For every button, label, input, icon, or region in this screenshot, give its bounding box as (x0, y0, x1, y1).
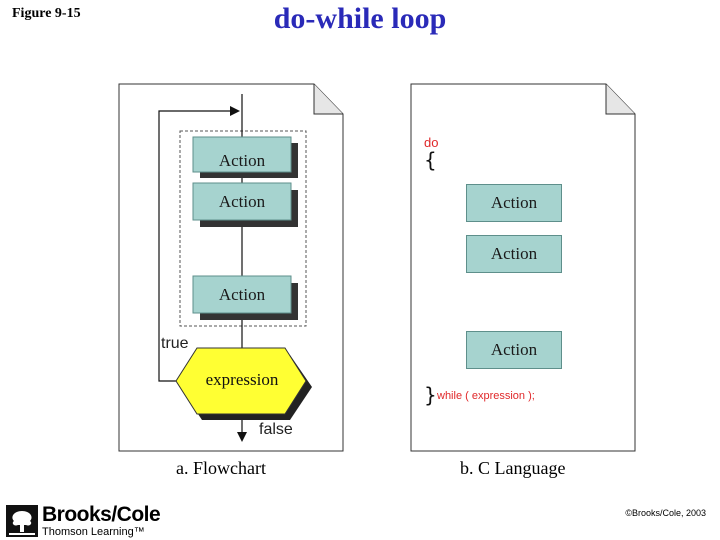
true-loop-arrow (158, 106, 240, 382)
flowchart-action-label: Action (219, 192, 266, 211)
expression-decision: expression (175, 347, 312, 420)
flowchart-action-label: Action (219, 151, 266, 170)
flowchart-action-2: Action (192, 182, 298, 227)
publisher-subtitle: Thomson Learning™ (42, 526, 145, 538)
c-action-2: Action (466, 235, 562, 273)
keyword-do: do (424, 135, 439, 150)
while-expression: while ( expression ); (437, 390, 535, 402)
close-brace: } (424, 383, 437, 407)
true-label: true (161, 335, 189, 352)
flowchart-action-label: Action (219, 285, 266, 304)
flowchart-action-3: Action (192, 275, 298, 320)
c-language-caption: b. C Language (460, 458, 566, 478)
expression-label: expression (206, 370, 279, 389)
flowchart-caption: a. Flowchart (176, 458, 266, 478)
false-label: false (259, 421, 293, 438)
publisher-name: Brooks/Cole (42, 503, 161, 526)
slide-title: do-while loop (273, 2, 447, 35)
copyright-notice: ©Brooks/Cole, 2003 (625, 508, 706, 518)
open-brace: { (424, 148, 437, 172)
c-action-3: Action (466, 331, 562, 369)
publisher-tree-icon (6, 505, 38, 537)
loop-body-boundary (179, 130, 307, 327)
c-action-1: Action (466, 184, 562, 222)
figure-label: Figure 9-15 (12, 6, 81, 21)
flowchart-action-1: Action (192, 136, 298, 178)
